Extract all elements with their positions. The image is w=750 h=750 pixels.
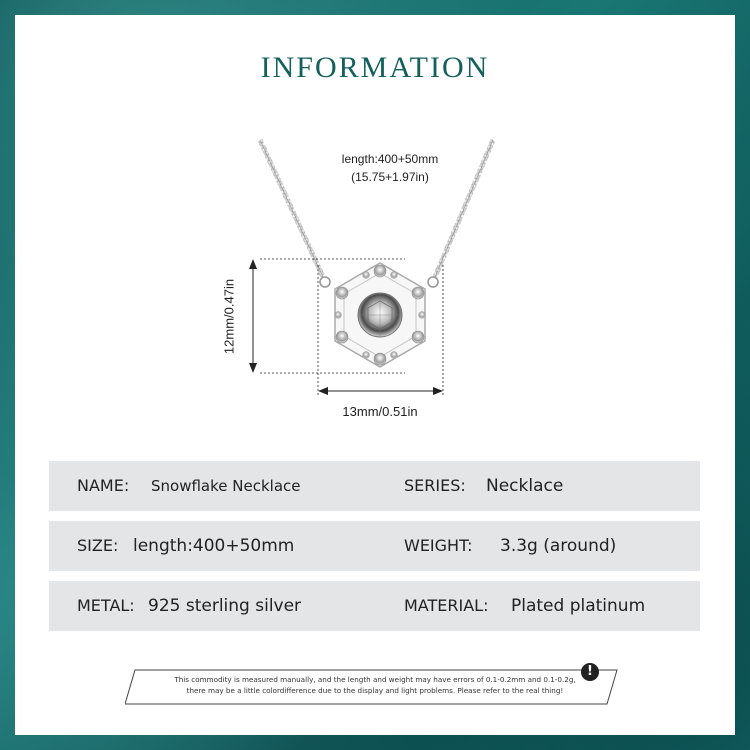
chain	[257, 138, 496, 288]
necklace-image	[249, 138, 496, 397]
metal-value: 925 sterling silver	[148, 596, 302, 616]
metal-label: METAL:	[77, 596, 135, 615]
chain-length-mm: length:400+50mm	[341, 152, 439, 166]
spec-row-size: SIZE: length:400+50mm WEIGHT: 3.3g (arou…	[49, 521, 700, 571]
weight-label: WEIGHT:	[404, 536, 473, 555]
series-label: SERIES:	[404, 476, 466, 495]
notice-frame	[125, 669, 618, 705]
info-card: INFORMATION	[15, 15, 735, 735]
material-value: Plated platinum	[511, 596, 646, 616]
notice-line-1: This commodity is measured manually, and…	[174, 675, 576, 684]
pendant-height: 12mm/0.47in	[221, 278, 237, 355]
size-label: SIZE:	[77, 536, 119, 555]
notice: This commodity is measured manually, and…	[135, 670, 615, 702]
size-value: length:400+50mm	[133, 536, 295, 556]
spec-row-metal: METAL: 925 sterling silver MATERIAL: Pla…	[49, 581, 700, 631]
notice-text: This commodity is measured manually, and…	[135, 675, 615, 696]
page-title: INFORMATION	[260, 51, 490, 84]
weight-value: 3.3g (around)	[500, 536, 617, 556]
name-label: NAME:	[77, 476, 130, 495]
series-value: Necklace	[486, 476, 564, 496]
pendant-width: 13mm/0.51in	[342, 404, 418, 419]
material-label: MATERIAL:	[404, 596, 489, 615]
spec-row-name: NAME: Snowflake Necklace SERIES: Necklac…	[49, 461, 700, 511]
dimension-lines	[249, 258, 444, 397]
name-value: Snowflake Necklace	[151, 477, 301, 495]
notice-line-2: there may be a little colordifference du…	[186, 685, 564, 695]
exclamation-icon: !	[581, 663, 599, 681]
chain-length-in: (15.75+1.97in)	[351, 170, 429, 184]
snowflake-pendant	[334, 262, 426, 368]
